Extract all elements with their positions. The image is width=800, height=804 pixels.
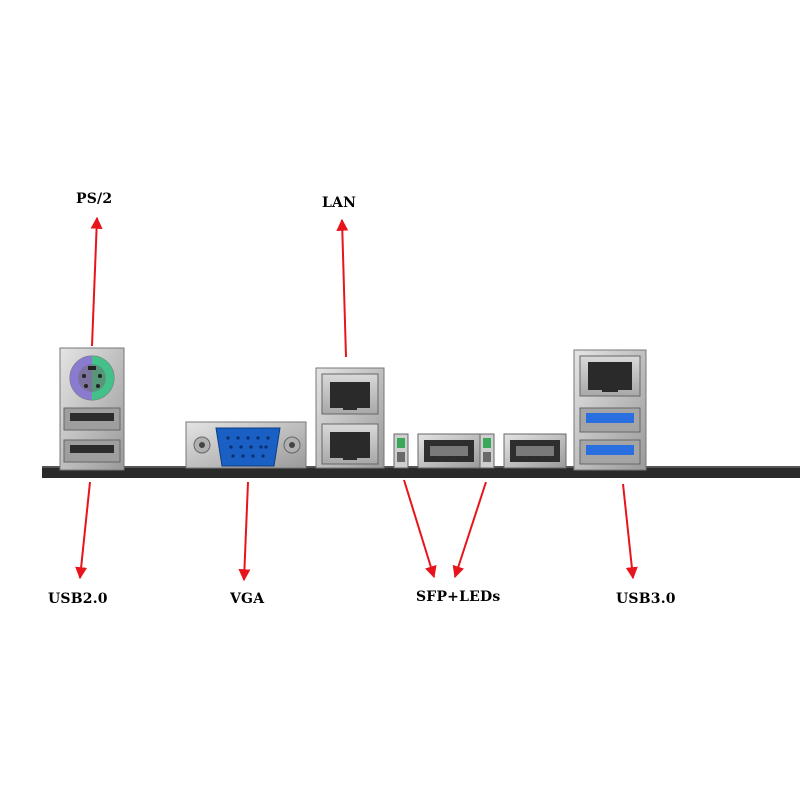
- sfp-led-group-1: [393, 433, 481, 469]
- sfp-led-group-2: [479, 433, 567, 469]
- arrow-vga: [238, 481, 251, 582]
- label-vga: VGA: [230, 591, 265, 607]
- vga-port-icon: [215, 427, 281, 467]
- arrow-lan: [336, 218, 349, 358]
- label-ps2: PS/2: [76, 191, 113, 207]
- arrow-usb2: [75, 481, 91, 580]
- arrow-ps2: [90, 216, 103, 347]
- label-lan: LAN: [322, 195, 357, 211]
- label-usb3: USB3.0: [616, 591, 676, 607]
- lan-connector: [315, 367, 385, 469]
- led-icon: [397, 438, 405, 448]
- ps2-usb2-stack: [59, 347, 125, 471]
- label-sfp-leds: SFP+LEDs: [416, 589, 501, 605]
- vga-connector: [185, 421, 307, 469]
- label-usb2: USB2.0: [48, 591, 108, 607]
- arrow-usb3: [622, 483, 638, 580]
- lan-usb3-stack: [573, 349, 647, 471]
- callout-arrows: [75, 216, 638, 582]
- arrow-sfp-1: [403, 479, 437, 579]
- arrow-sfp-2: [452, 481, 487, 579]
